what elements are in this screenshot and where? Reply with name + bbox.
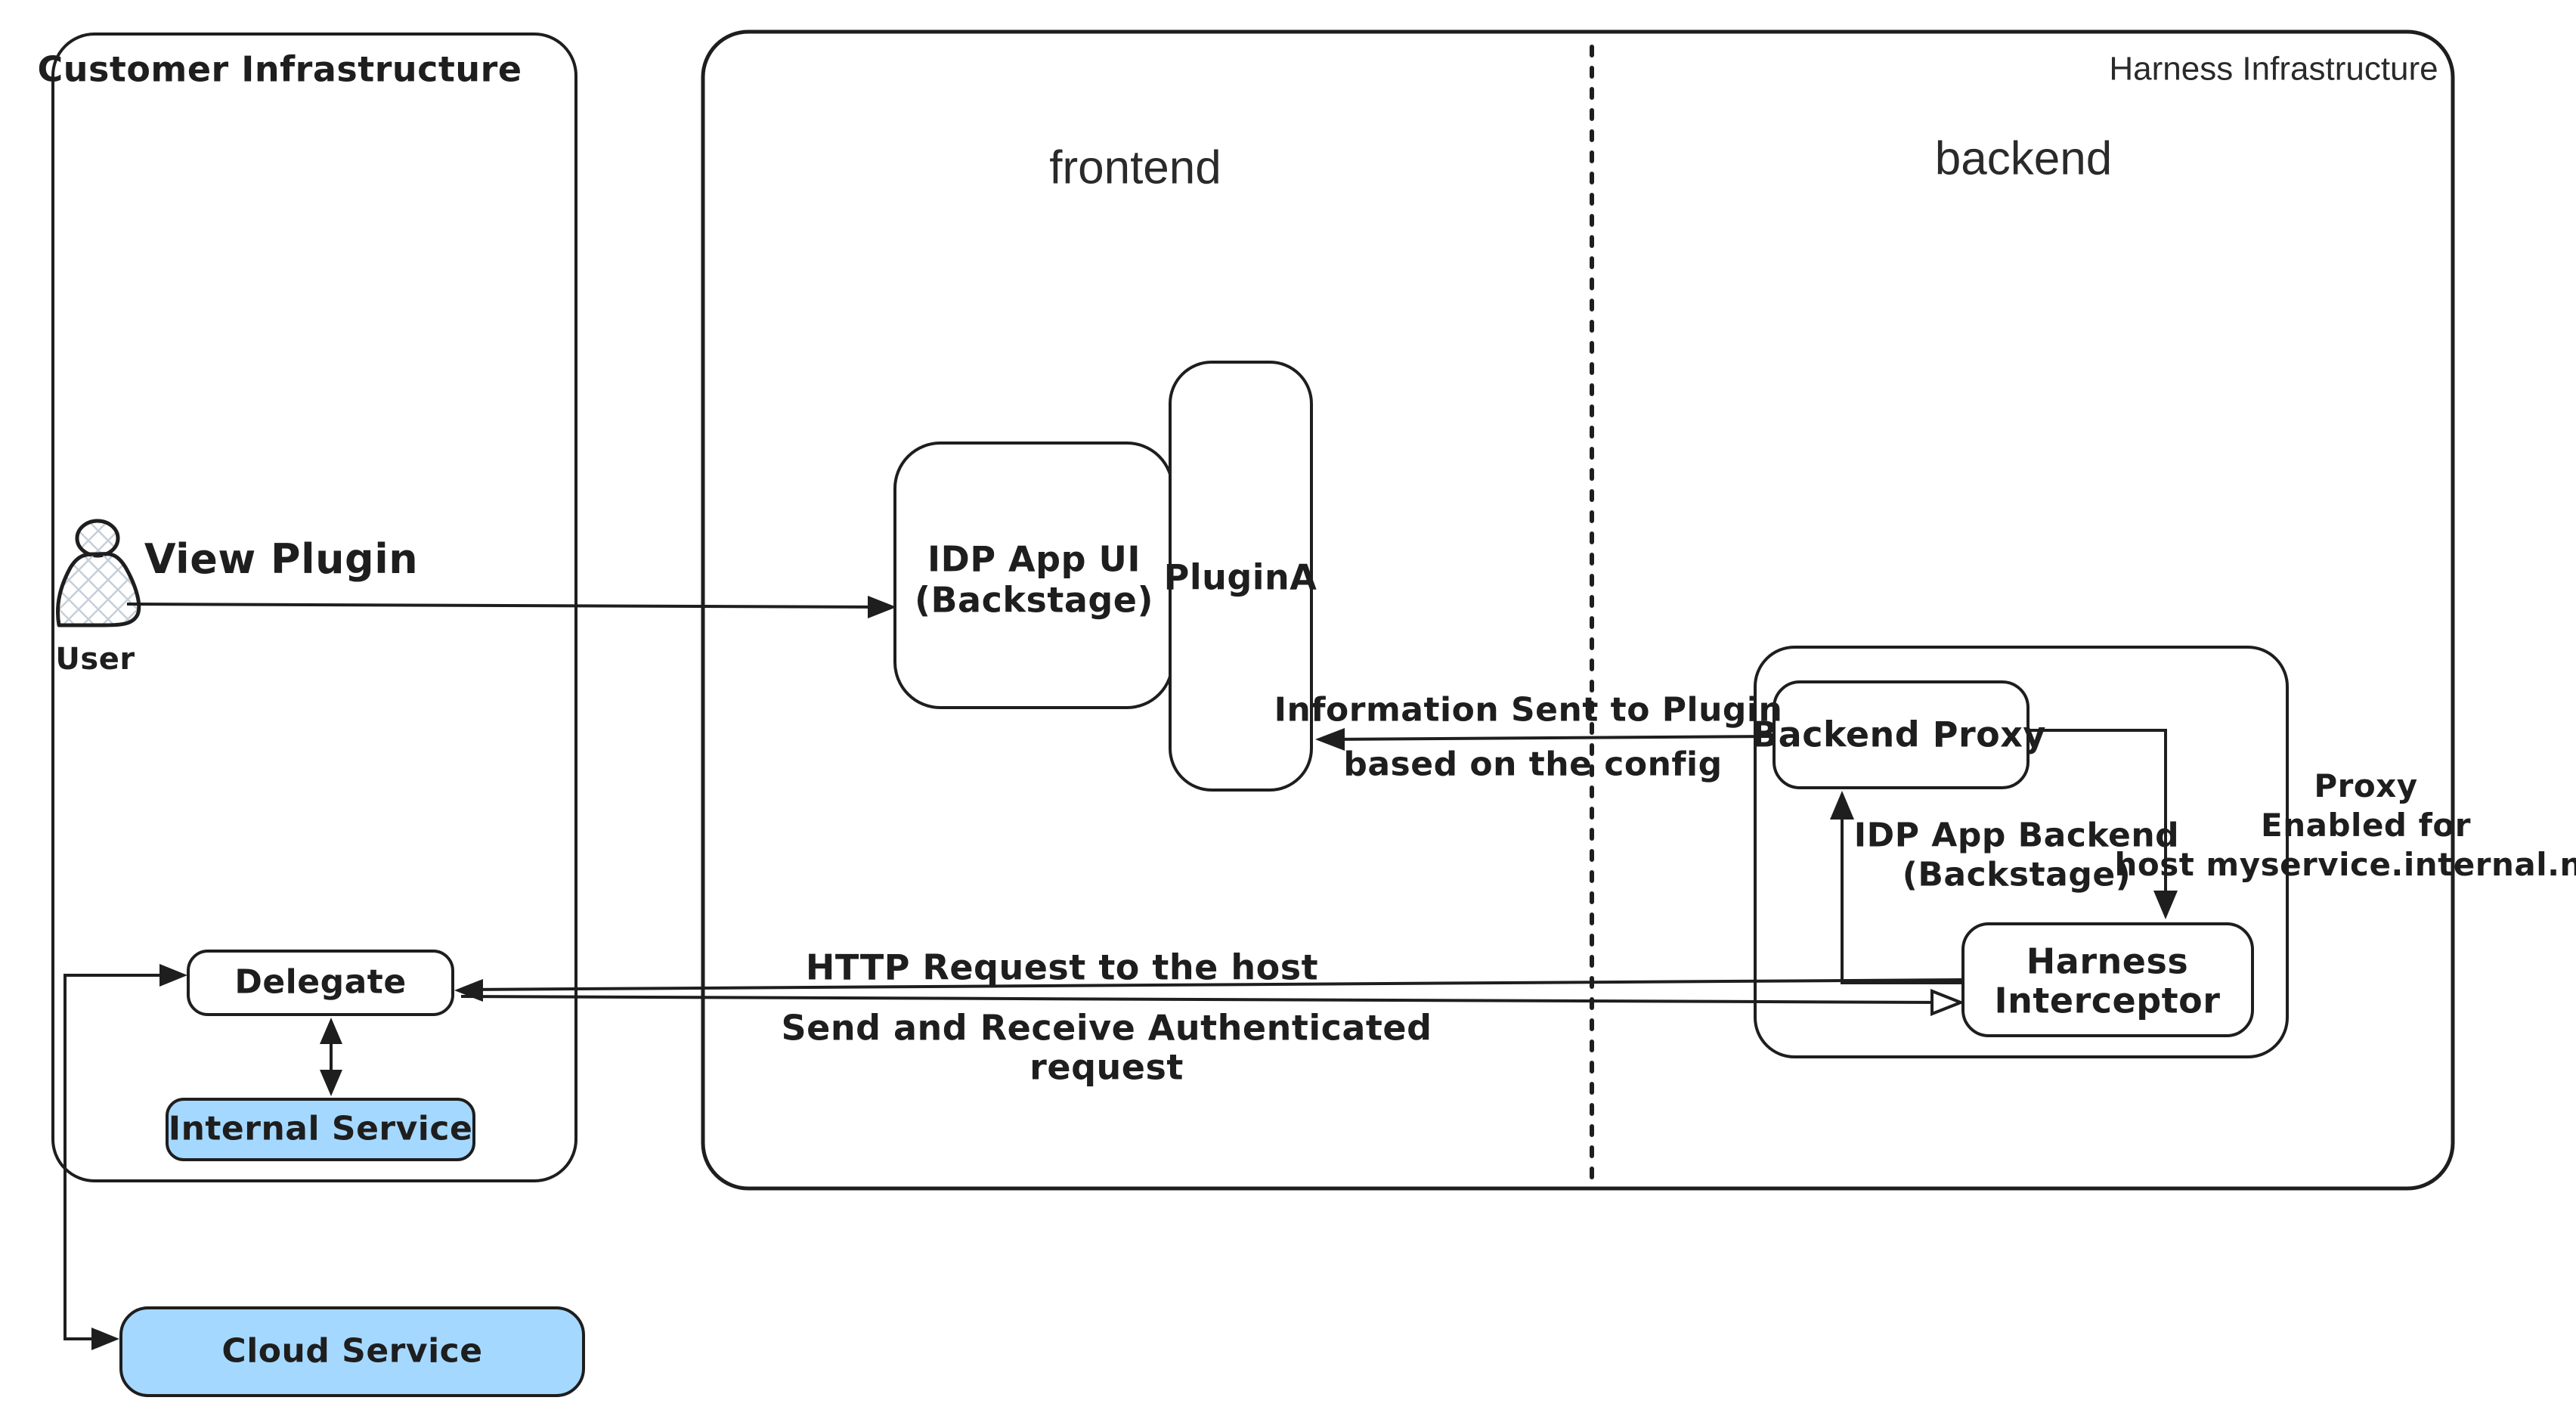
frontend-section-label: frontend <box>1049 141 1221 194</box>
proxy-note-line3: host myservice.internal.net <box>2114 845 2576 883</box>
http-to-interceptor-line <box>460 995 1951 1004</box>
internal-service-box <box>166 1098 475 1161</box>
harness-interceptor-label-line2: Interceptor <box>1994 980 2221 1021</box>
delegate-box <box>187 950 454 1016</box>
harness-infrastructure-box <box>701 29 2455 1191</box>
user-label: User <box>55 642 135 677</box>
harness-interceptor-label-line1: Harness <box>2026 940 2189 982</box>
idp-app-backend-box <box>1754 646 2289 1058</box>
customer-infrastructure-title: Customer Infrastructure <box>37 48 522 90</box>
backend-proxy-box <box>1773 680 2030 789</box>
arrowhead-into-plugin-a <box>1315 728 1345 751</box>
delegate-cloud-line <box>63 974 181 1340</box>
backend-section-label: backend <box>1934 132 2113 185</box>
http-request-label-line1: HTTP Request to the host <box>805 947 1319 988</box>
internal-service-label: Internal Service <box>168 1109 473 1148</box>
idp-app-ui-label-line1: IDP App UI <box>927 538 1141 580</box>
harness-infrastructure-title: Harness Infrastructure <box>2109 50 2438 88</box>
arrowhead-into-backend-proxy <box>1830 791 1854 820</box>
cloud-service-label: Cloud Service <box>221 1331 483 1371</box>
plugin-a-label: PluginA <box>1163 556 1317 598</box>
user-person-icon <box>55 519 141 627</box>
info-sent-arrow-line <box>1327 735 1776 741</box>
arrowhead-into-interceptor-top <box>2153 891 2178 919</box>
arrowhead-into-delegate-bottom <box>320 1018 342 1044</box>
plugin-a-box <box>1169 361 1313 792</box>
interceptor-to-proxy-line <box>1841 803 1963 984</box>
http-to-delegate-line <box>465 978 1964 991</box>
idp-app-ui-label-line2: (Backstage) <box>914 579 1154 621</box>
arrowhead-into-idp-ui <box>868 596 896 618</box>
arrowhead-into-delegate-left <box>159 964 187 987</box>
arrowhead-into-cloud-service <box>91 1328 119 1350</box>
proxy-note-line1: Proxy <box>2314 767 2418 804</box>
http-request-label-line3: request <box>1029 1046 1184 1088</box>
arrowhead-into-interceptor-left <box>1930 989 1965 1016</box>
cloud-service-box <box>119 1306 585 1397</box>
idp-app-backend-label-line1: IDP App Backend <box>1853 816 2180 855</box>
view-plugin-edge-label: View Plugin <box>144 534 419 583</box>
arrowhead-into-delegate-right <box>454 979 483 1002</box>
idp-app-backend-label-line2: (Backstage) <box>1902 855 2132 894</box>
proxy-to-interceptor-line <box>2028 729 2167 906</box>
backend-proxy-label: Backend Proxy <box>1751 714 2046 755</box>
delegate-label: Delegate <box>234 962 407 1002</box>
customer-infrastructure-box <box>51 33 577 1182</box>
info-sent-label-line2: based on the config <box>1343 745 1723 784</box>
arrowheads <box>91 596 2178 1350</box>
arrowhead-into-internal-service <box>320 1070 342 1096</box>
info-sent-label-line1: Information Sent to Plugin <box>1274 690 1783 730</box>
proxy-note-line2: Enabled for <box>2261 806 2471 844</box>
http-request-label-line2: Send and Receive Authenticated <box>781 1007 1432 1049</box>
view-plugin-arrow-line <box>126 603 882 609</box>
